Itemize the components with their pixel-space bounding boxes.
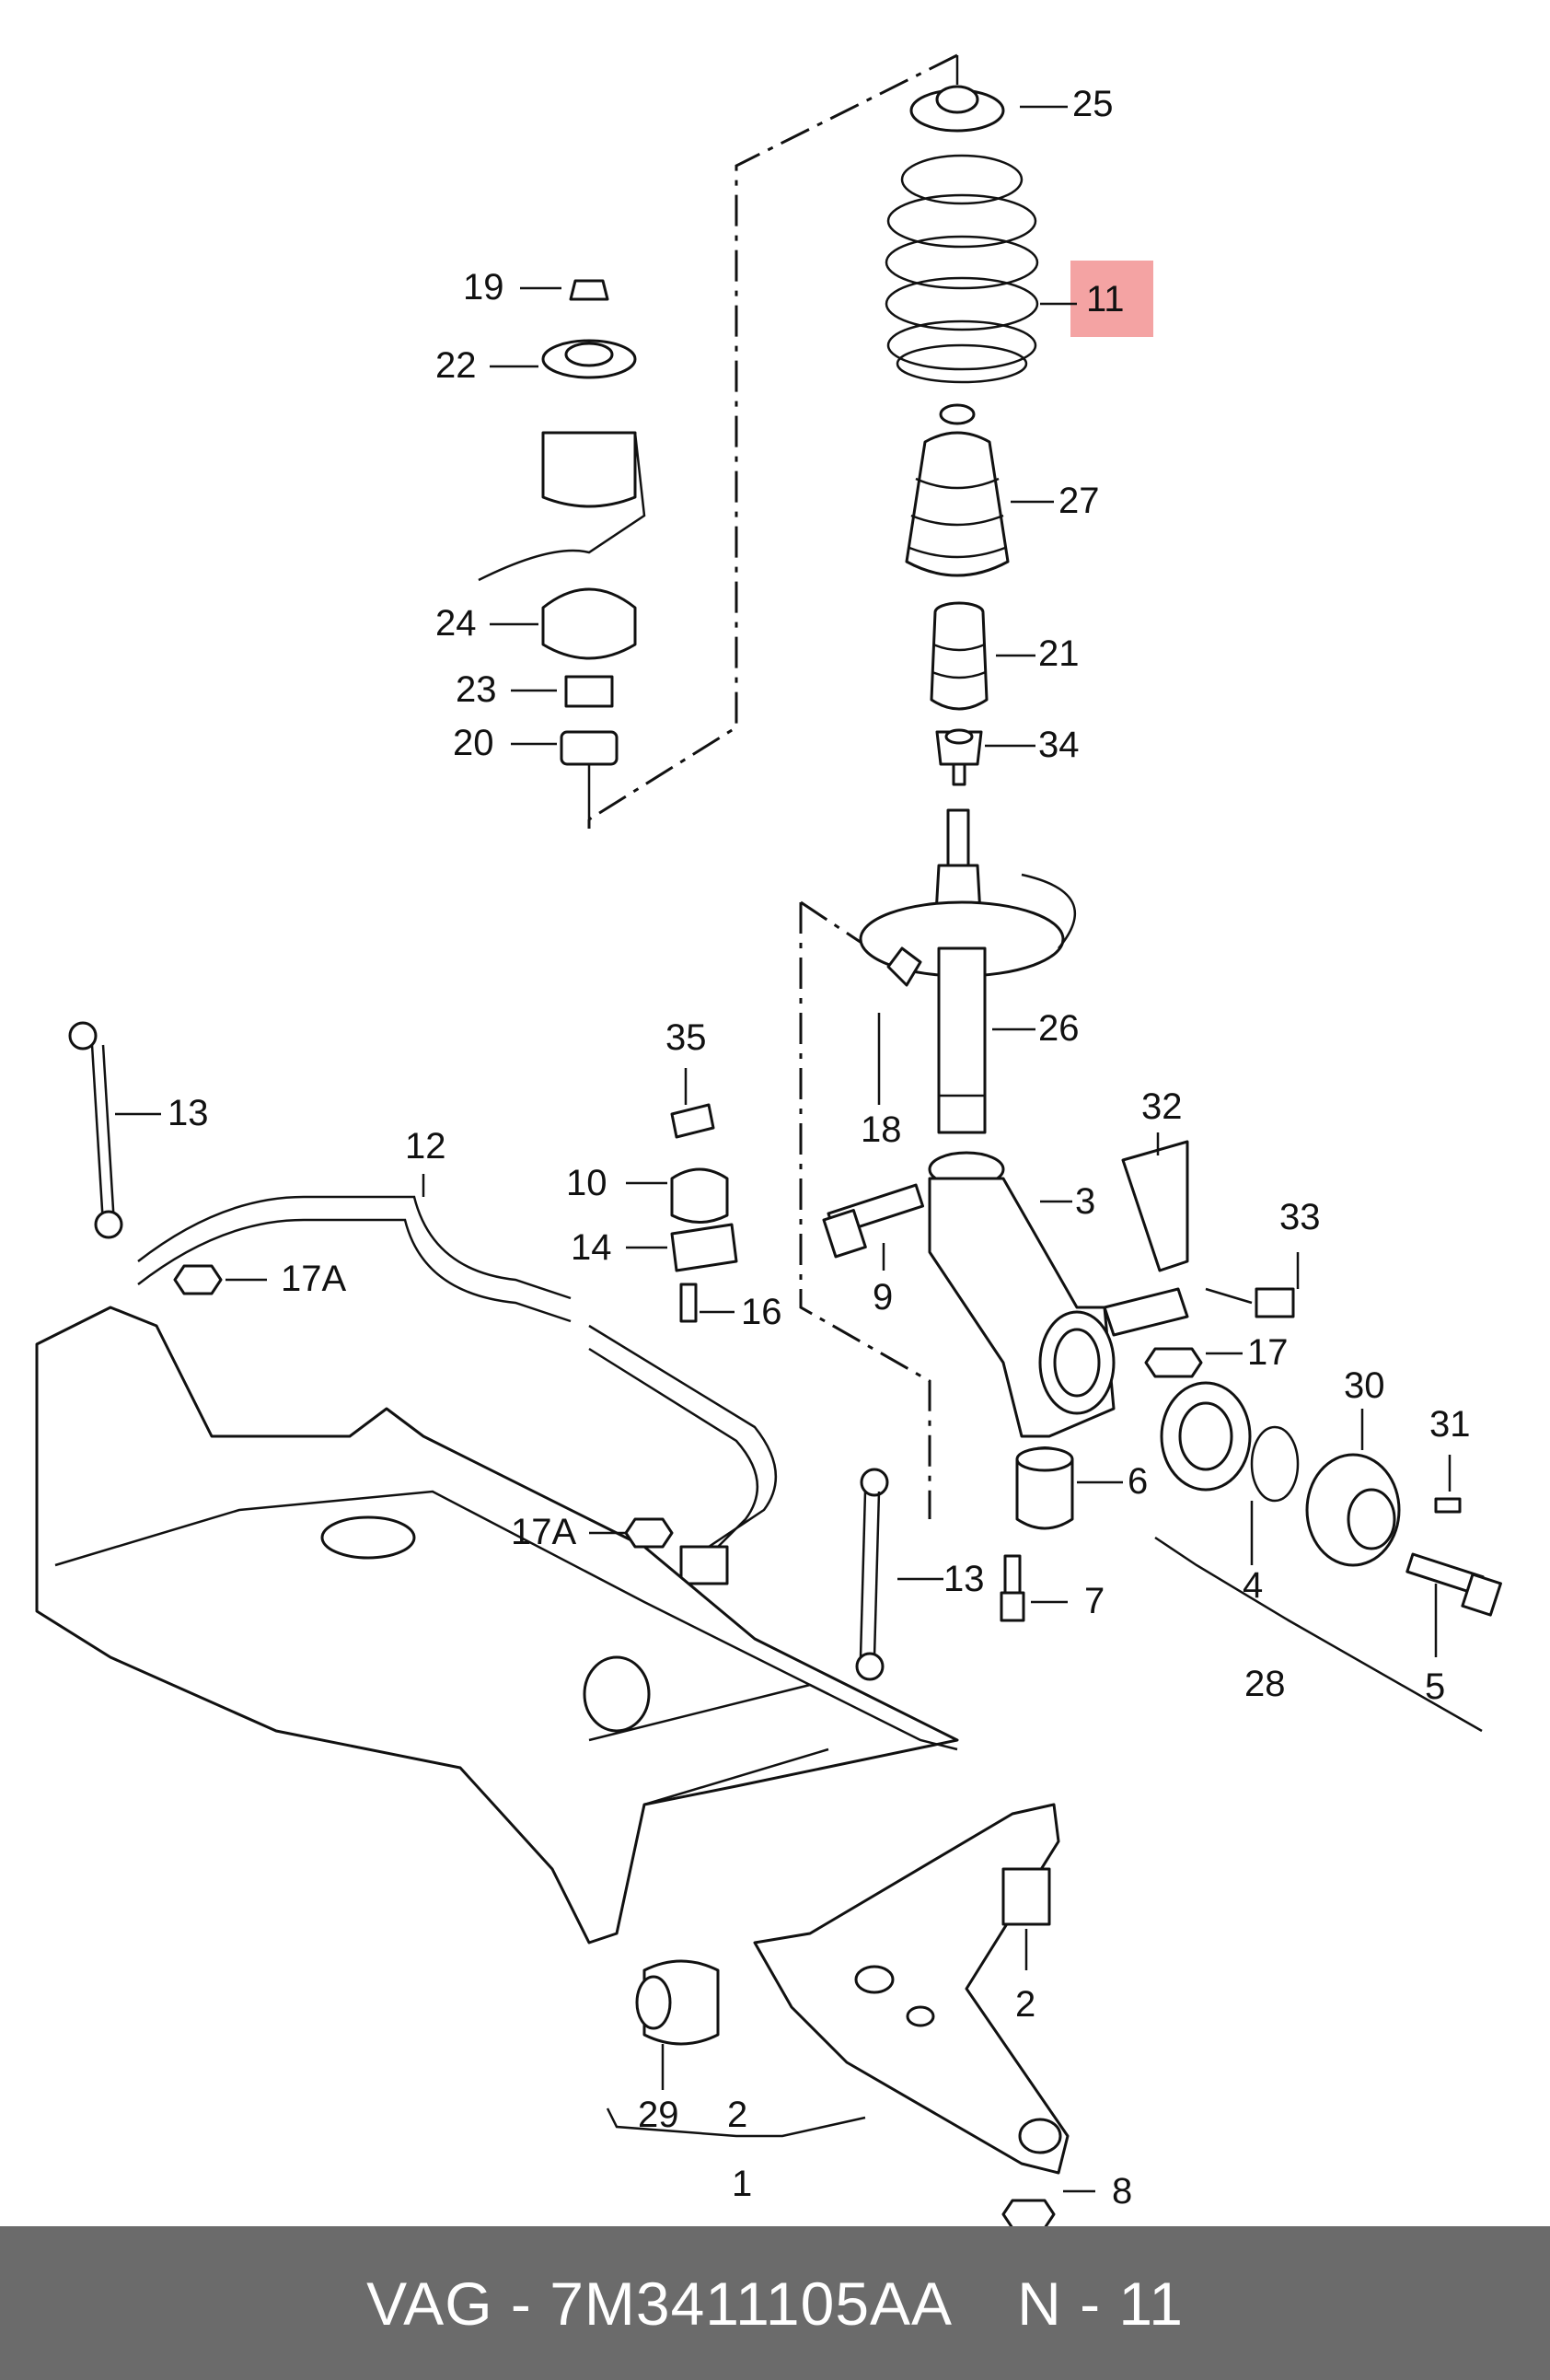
callout-11: 11 [1086, 279, 1125, 319]
callout-9: 9 [873, 1277, 893, 1318]
callout-14: 14 [571, 1227, 612, 1268]
callout-21: 21 [1038, 633, 1080, 674]
callout-7: 7 [1084, 1581, 1105, 1621]
part-2-bushings [635, 1867, 1051, 2046]
callout-3: 3 [1075, 1181, 1095, 1222]
callout-20: 20 [453, 723, 494, 763]
callout-28: 28 [1244, 1664, 1286, 1704]
part-17a-nuts [173, 1264, 674, 1549]
part-11-coil-spring [885, 154, 1039, 384]
part-26-shock-absorber [859, 808, 1077, 1134]
part-9-bolt [822, 1183, 925, 1259]
part-7-bolt [1000, 1554, 1025, 1622]
callout-18: 18 [861, 1109, 902, 1150]
callout-1: 1 [732, 2164, 752, 2204]
footer-part-number: VAG - 7M3411105AA [366, 2269, 954, 2338]
callout-25: 25 [1072, 84, 1114, 124]
callout-17a-left: 17A [281, 1259, 346, 1299]
bushing-group [670, 1103, 738, 1323]
part-4-circlip [1250, 1425, 1300, 1503]
part-13-right-link [855, 1468, 889, 1681]
callout-4: 4 [1243, 1565, 1263, 1606]
callout-10: 10 [566, 1163, 607, 1203]
callout-31: 31 [1429, 1404, 1471, 1445]
callout-24: 24 [435, 603, 477, 644]
callout-6: 6 [1128, 1461, 1148, 1502]
callout-22: 22 [435, 345, 477, 386]
group-brackets [606, 1536, 1483, 2138]
suspension-exploded-diagram: 25 11 19 22 27 24 21 23 20 34 26 35 13 1… [35, 53, 1502, 2226]
subframe [35, 1306, 959, 1945]
part-5-hub-bolt [1405, 1552, 1502, 1617]
part-8-nut [1001, 2199, 1056, 2226]
part-25-spring-seat [909, 55, 1005, 133]
callout-17: 17 [1247, 1332, 1289, 1373]
part-13-left-link [68, 1021, 123, 1239]
part-6-ball-joint [1015, 1446, 1074, 1530]
part-21-bump-stop [930, 601, 989, 711]
callout-labels: 25 11 19 22 27 24 21 23 20 34 26 35 13 1… [168, 84, 1471, 2212]
callout-32: 32 [1141, 1086, 1183, 1127]
callout-16: 16 [741, 1292, 782, 1332]
part-27-boot [905, 403, 1010, 577]
leader-lines [115, 105, 1452, 2193]
footer-position: N - 11 [1017, 2269, 1184, 2338]
part-1-control-arm [753, 1803, 1070, 2175]
callout-2-right: 2 [1015, 1984, 1035, 2025]
part-number-footer: VAG - 7M3411105AA N - 11 [0, 2226, 1550, 2380]
callout-13-left: 13 [168, 1093, 209, 1133]
callout-23: 23 [456, 669, 497, 710]
callout-26: 26 [1038, 1008, 1080, 1049]
callout-27: 27 [1058, 481, 1100, 521]
callout-13-right: 13 [943, 1559, 985, 1599]
callout-29: 29 [638, 2095, 679, 2135]
callout-34: 34 [1038, 725, 1080, 765]
part-30-wheel-bearing [1160, 1381, 1252, 1492]
part-31-stud [1434, 1497, 1462, 1514]
callout-33: 33 [1279, 1197, 1321, 1237]
part-32-cover-plate [1121, 1140, 1189, 1272]
callout-8: 8 [1112, 2171, 1132, 2212]
callout-35: 35 [665, 1017, 707, 1058]
part-33-bolt [1205, 1287, 1295, 1318]
callout-17a-right: 17A [511, 1512, 576, 1552]
highlight-box [1070, 261, 1153, 337]
callout-2-left: 2 [727, 2095, 747, 2135]
callout-5: 5 [1425, 1666, 1445, 1707]
part-3-steering-knuckle [928, 1151, 1189, 1438]
callout-30: 30 [1344, 1365, 1385, 1406]
part-17-nut [1144, 1347, 1203, 1378]
part-12-stabilizer-bar [137, 1195, 778, 1585]
callout-19: 19 [463, 267, 504, 308]
part-30-wheel-hub [1305, 1453, 1401, 1567]
upper-mount-stack [478, 279, 646, 829]
part-34-stop [935, 728, 983, 786]
callout-12: 12 [405, 1126, 446, 1167]
